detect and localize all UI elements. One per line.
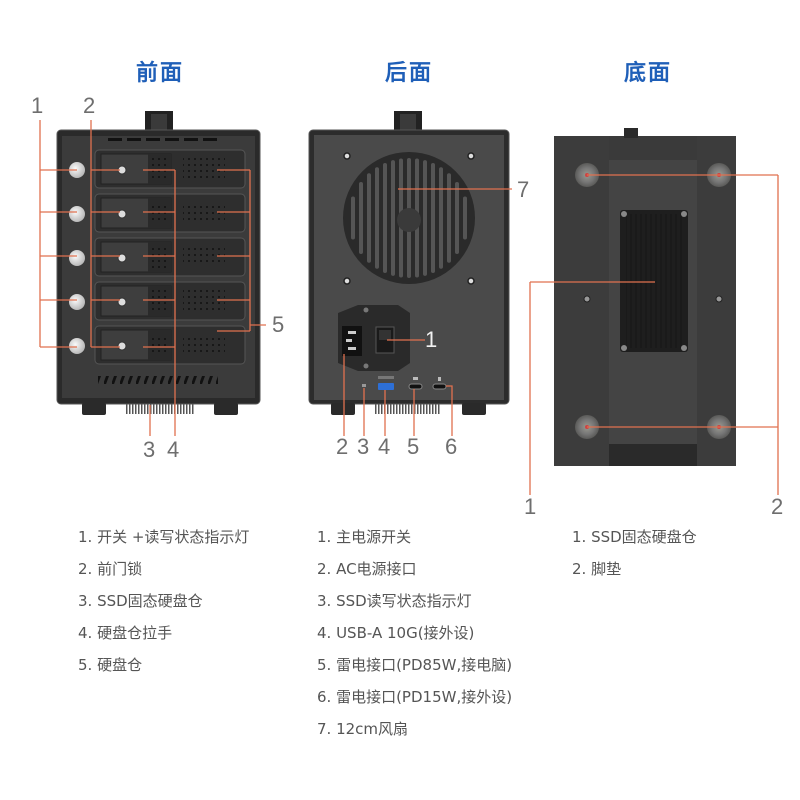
thunderbolt-port-host bbox=[408, 383, 423, 390]
front-top-handle bbox=[145, 111, 173, 133]
rear-legend-item: 5. 雷电接口(PD85W,接电脑) bbox=[317, 656, 513, 674]
drive-bay bbox=[69, 237, 246, 277]
fan-grille-bar bbox=[351, 196, 355, 240]
front-callout-5: 5 bbox=[272, 312, 285, 337]
power-button-knob bbox=[69, 294, 85, 310]
rear-legend-item: 4. USB-A 10G(接外设) bbox=[317, 624, 475, 642]
rear-legend: 1. 主电源开关 2. AC电源接口 3. SSD读写状态指示灯 4. USB-… bbox=[317, 521, 512, 745]
front-view-title: 前面 bbox=[135, 61, 184, 86]
rear-callout-6: 6 bbox=[445, 434, 458, 459]
bottom-legend-item: 2. 脚垫 bbox=[572, 560, 622, 578]
drive-bay bbox=[69, 193, 246, 233]
front-legend-item: 4. 硬盘仓拉手 bbox=[78, 624, 173, 642]
rear-callout-1: 1 bbox=[425, 327, 438, 352]
bottom-callout-1: 1 bbox=[524, 494, 537, 519]
bottom-legend: 1. SSD固态硬盘仓 2. 脚垫 bbox=[572, 521, 697, 585]
drive-bay bbox=[69, 149, 246, 189]
rear-foot-right bbox=[462, 403, 486, 415]
fan-grille-bar bbox=[375, 167, 379, 269]
rear-legend-item: 2. AC电源接口 bbox=[317, 560, 417, 578]
front-bottom-vent bbox=[98, 376, 218, 384]
fan-grille-bar bbox=[383, 163, 387, 273]
drive-bay bbox=[69, 325, 246, 365]
fan-grille-bar bbox=[391, 160, 395, 276]
front-foot-left bbox=[82, 403, 106, 415]
fan-grille-bar bbox=[423, 160, 427, 276]
rear-callout-5: 5 bbox=[407, 434, 420, 459]
rear-legend-item: 3. SSD读写状态指示灯 bbox=[317, 592, 472, 610]
usb-a-port bbox=[378, 383, 394, 390]
fan-grille-bar bbox=[447, 173, 451, 263]
rear-heatsink-fins bbox=[375, 404, 441, 414]
front-legend: 1. 开关 +读写状态指示灯 2. 前门锁 3. SSD固态硬盘仓 4. 硬盘仓… bbox=[78, 521, 249, 681]
fan-grille-bar bbox=[463, 196, 467, 240]
fan-grille-bar bbox=[455, 182, 459, 254]
ssd-status-led bbox=[362, 384, 366, 387]
rear-callout-2: 2 bbox=[336, 434, 349, 459]
front-legend-item: 3. SSD固态硬盘仓 bbox=[78, 592, 203, 610]
front-legend-item: 5. 硬盘仓 bbox=[78, 656, 143, 674]
fan-grille-bar bbox=[431, 163, 435, 273]
thunderbolt-port-device bbox=[432, 383, 447, 390]
fan-grille-bar bbox=[359, 182, 363, 254]
rear-legend-item: 6. 雷电接口(PD15W,接外设) bbox=[317, 688, 513, 706]
front-top-vents bbox=[108, 138, 217, 141]
power-button-knob bbox=[69, 250, 85, 266]
rear-top-handle bbox=[394, 111, 422, 133]
bottom-view-title: 底面 bbox=[623, 61, 672, 86]
front-legend-item: 2. 前门锁 bbox=[78, 560, 143, 578]
rear-callout-4: 4 bbox=[378, 434, 391, 459]
power-button-knob bbox=[69, 206, 85, 222]
drive-bays bbox=[69, 149, 246, 365]
rear-legend-item: 7. 12cm风扇 bbox=[317, 720, 409, 738]
drive-bay bbox=[69, 281, 246, 321]
fan-grille bbox=[343, 152, 475, 284]
front-foot-right bbox=[214, 403, 238, 415]
fan-grille-bar bbox=[439, 167, 443, 269]
rear-callout-3: 3 bbox=[357, 434, 370, 459]
bottom-legend-item: 1. SSD固态硬盘仓 bbox=[572, 528, 697, 546]
rear-foot-left bbox=[331, 403, 355, 415]
rear-view-title: 后面 bbox=[384, 61, 433, 86]
front-callout-2: 2 bbox=[83, 93, 96, 118]
power-button-knob bbox=[69, 338, 85, 354]
ssd-bay-heatsink bbox=[620, 210, 688, 352]
rear-fan-screws bbox=[343, 152, 475, 285]
ac-power-inlet bbox=[342, 326, 362, 356]
front-callout-4: 4 bbox=[167, 437, 180, 462]
rear-callout-7: 7 bbox=[517, 177, 530, 202]
callout-lines bbox=[39, 120, 779, 495]
bottom-callout-2: 2 bbox=[771, 494, 784, 519]
front-heatsink-fins bbox=[125, 404, 195, 414]
fan-grille-bar bbox=[367, 173, 371, 263]
rear-legend-item: 1. 主电源开关 bbox=[317, 528, 412, 546]
front-callout-1: 1 bbox=[31, 93, 44, 118]
front-callout-3: 3 bbox=[143, 437, 156, 462]
front-legend-item: 1. 开关 +读写状态指示灯 bbox=[78, 528, 250, 546]
